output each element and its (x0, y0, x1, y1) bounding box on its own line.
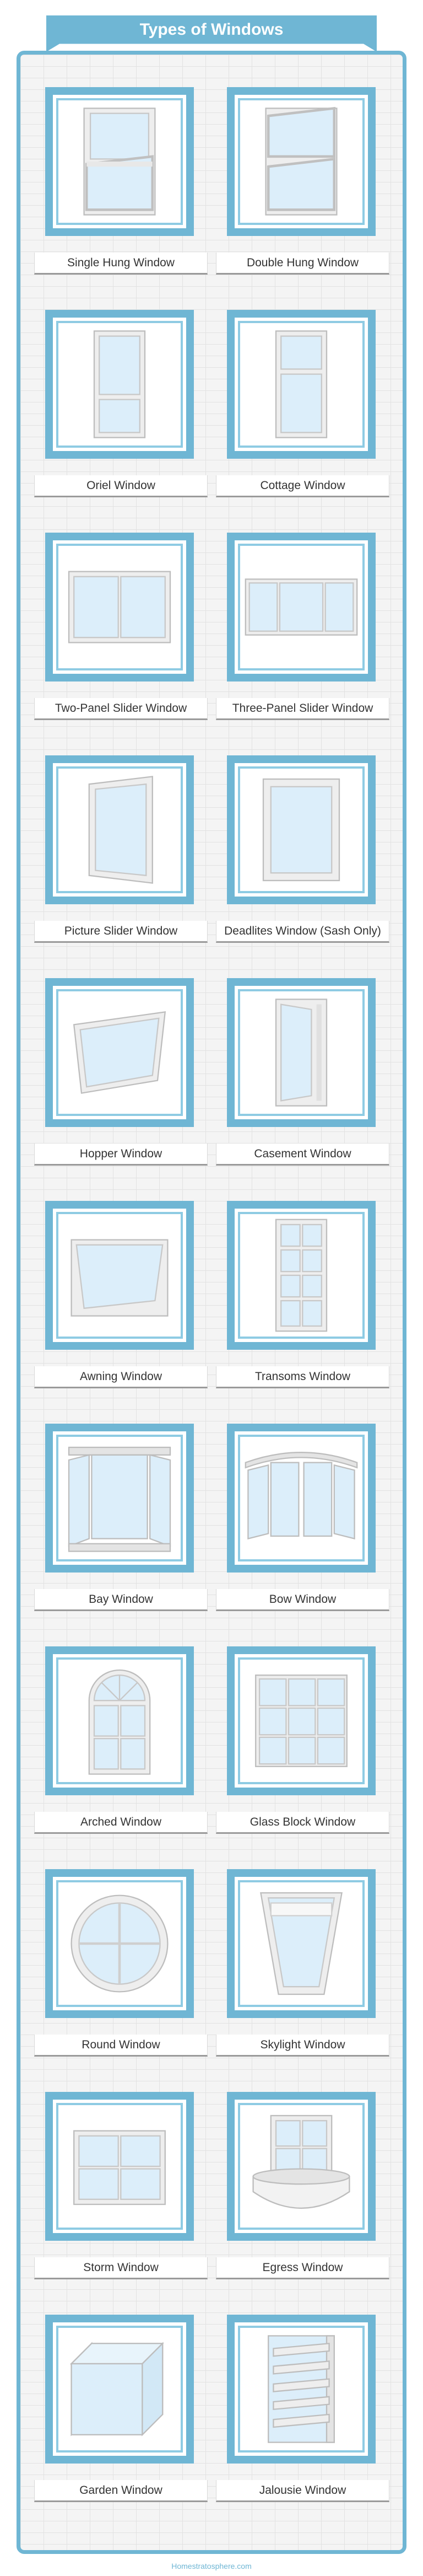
deadlites-window-icon (262, 778, 340, 882)
title-banner: Types of Windows (46, 15, 377, 52)
casement-window-icon (275, 999, 328, 1107)
window-label: Single Hung Window (34, 253, 208, 275)
window-card-oriel: Oriel Window (34, 310, 208, 519)
skylight-window-icon (260, 1892, 343, 1995)
storm-window-icon (73, 2130, 166, 2205)
footer-source: Homestratosphere.com (171, 2562, 252, 2570)
single-hung-window-icon (83, 108, 156, 216)
window-label: Jalousie Window (216, 2480, 389, 2502)
window-tile (227, 533, 376, 681)
window-label: Deadlites Window (Sash Only) (216, 921, 389, 943)
window-tile (45, 755, 194, 904)
jalousie-window-icon (268, 2335, 335, 2443)
window-tile (227, 1201, 376, 1350)
window-card-egress: Egress Window (216, 2092, 389, 2301)
window-tile (45, 1646, 194, 1795)
window-card-bay: Bay Window (34, 1424, 208, 1633)
three-panel-slider-window-icon (245, 578, 358, 636)
window-card-cottage: Cottage Window (216, 310, 389, 519)
window-card-double-hung: Double Hung Window (216, 87, 389, 297)
window-label: Transoms Window (216, 1366, 389, 1388)
window-tile (45, 1424, 194, 1573)
window-card-garden: Garden Window (34, 2315, 208, 2524)
window-tile (227, 310, 376, 459)
window-card-storm: Storm Window (34, 2092, 208, 2301)
egress-window-icon (252, 2115, 350, 2209)
window-card-skylight: Skylight Window (216, 1869, 389, 2079)
window-label: Picture Slider Window (34, 921, 208, 943)
window-tile (45, 2315, 194, 2464)
window-label: Awning Window (34, 1366, 208, 1388)
window-label: Two-Panel Slider Window (34, 698, 208, 720)
window-card-picture-slider: Picture Slider Window (34, 755, 208, 965)
window-card-awning: Awning Window (34, 1201, 208, 1410)
window-tile (45, 533, 194, 681)
window-label: Bay Window (34, 1589, 208, 1611)
window-tile (227, 755, 376, 904)
glass-block-window-icon (255, 1675, 348, 1767)
window-tile (227, 1869, 376, 2018)
window-label: Egress Window (216, 2257, 389, 2279)
picture-slider-window-icon (88, 776, 153, 884)
window-tile (227, 978, 376, 1127)
garden-window-icon (69, 2342, 164, 2437)
bow-window-icon (245, 1452, 358, 1540)
window-card-bow: Bow Window (216, 1424, 389, 1633)
window-label: Round Window (34, 2035, 208, 2057)
window-tile (227, 1646, 376, 1795)
double-hung-window-icon (265, 106, 338, 216)
window-tile (45, 1869, 194, 2018)
window-card-transoms: Transoms Window (216, 1201, 389, 1410)
window-card-two-panel-slider: Two-Panel Slider Window (34, 533, 208, 742)
window-label: Casement Window (216, 1144, 389, 1166)
window-tile (45, 978, 194, 1127)
window-card-glass-block: Glass Block Window (216, 1646, 389, 1856)
two-panel-slider-window-icon (68, 571, 171, 643)
window-card-jalousie: Jalousie Window (216, 2315, 389, 2524)
window-label: Storm Window (34, 2257, 208, 2279)
page-title: Types of Windows (139, 20, 284, 39)
window-card-single-hung: Single Hung Window (34, 87, 208, 297)
window-card-hopper: Hopper Window (34, 978, 208, 1188)
window-tile (45, 310, 194, 459)
window-label: Skylight Window (216, 2035, 389, 2057)
window-label: Three-Panel Slider Window (216, 698, 389, 720)
window-tile (45, 2092, 194, 2241)
window-card-three-panel-slider: Three-Panel Slider Window (216, 533, 389, 742)
awning-window-icon (70, 1239, 169, 1317)
window-label: Glass Block Window (216, 1812, 389, 1834)
window-card-deadlites: Deadlites Window (Sash Only) (216, 755, 389, 965)
hopper-window-icon (73, 1011, 166, 1094)
window-label: Arched Window (34, 1812, 208, 1834)
window-tile (227, 2092, 376, 2241)
window-tile (45, 87, 194, 236)
window-label: Hopper Window (34, 1144, 208, 1166)
window-label: Double Hung Window (216, 253, 389, 275)
window-tile (227, 1424, 376, 1573)
cottage-window-icon (275, 330, 328, 438)
arched-window-icon (88, 1669, 151, 1775)
window-card-casement: Casement Window (216, 978, 389, 1188)
window-tile (227, 87, 376, 236)
transoms-window-icon (275, 1219, 328, 1332)
window-card-arched: Arched Window (34, 1646, 208, 1856)
window-card-round: Round Window (34, 1869, 208, 2079)
round-window-icon (70, 1895, 169, 1993)
window-label: Garden Window (34, 2480, 208, 2502)
oriel-window-icon (93, 330, 146, 438)
window-tile (45, 1201, 194, 1350)
window-tile (227, 2315, 376, 2464)
window-label: Bow Window (216, 1589, 389, 1611)
window-label: Cottage Window (216, 475, 389, 497)
window-label: Oriel Window (34, 475, 208, 497)
bay-window-icon (68, 1446, 171, 1552)
